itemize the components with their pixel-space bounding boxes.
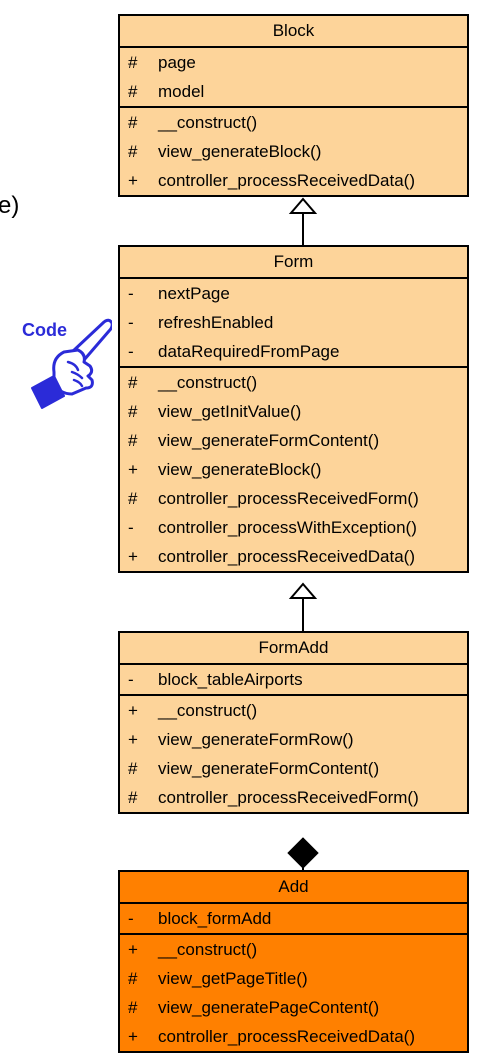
class-form: Form - nextPage - refreshEnabled - dataRequir…	[118, 245, 469, 573]
method-row: # view_getPageTitle()	[120, 964, 467, 993]
method-name: view_generateBlock()	[158, 460, 322, 479]
visibility-marker: +	[128, 460, 138, 479]
method-row: # view_generatePageContent()	[120, 993, 467, 1022]
attribute-name: refreshEnabled	[158, 313, 274, 332]
method-name: controller_processReceivedData()	[158, 1027, 416, 1046]
visibility-marker: #	[128, 788, 138, 807]
visibility-marker: #	[128, 53, 138, 72]
visibility-marker: +	[128, 547, 138, 566]
method-name: __construct()	[158, 940, 258, 959]
attribute-name: page	[158, 53, 196, 72]
method-name: view_getInitValue()	[158, 402, 302, 421]
attributes-section: - block_tableAirports	[120, 665, 467, 696]
method-row: + __construct()	[120, 935, 467, 964]
method-row: + __construct()	[120, 696, 467, 725]
attribute-row: - block_tableAirports	[120, 665, 467, 694]
code-badge-label: Code	[22, 320, 67, 340]
visibility-marker: +	[128, 940, 138, 959]
visibility-marker: -	[128, 284, 134, 303]
generalization-arrowhead-form	[288, 582, 318, 599]
method-name: controller_processReceivedForm()	[158, 489, 419, 508]
method-row: # view_generateFormContent()	[120, 754, 467, 783]
class-add: Add - block_formAdd + __construct() # view_g…	[118, 870, 469, 1053]
class-formadd: FormAdd - block_tableAirports + __construc…	[118, 631, 469, 814]
visibility-marker: -	[128, 342, 134, 361]
class-name: FormAdd	[120, 633, 467, 665]
method-name: view_generatePageContent()	[158, 998, 380, 1017]
visibility-marker: -	[128, 313, 134, 332]
method-name: __construct()	[158, 701, 258, 720]
attribute-name: block_tableAirports	[158, 670, 303, 689]
attributes-section: # page # model	[120, 48, 467, 108]
method-row: # __construct()	[120, 368, 467, 397]
method-name: controller_processReceivedData()	[158, 171, 416, 190]
visibility-marker: #	[128, 113, 138, 132]
method-row: # controller_processReceivedForm()	[120, 783, 467, 812]
method-row: # controller_processReceivedForm()	[120, 484, 467, 513]
visibility-marker: #	[128, 489, 138, 508]
visibility-marker: #	[128, 969, 138, 988]
attribute-row: # model	[120, 77, 467, 106]
method-name: controller_processWithException()	[158, 518, 417, 537]
composition-diamond-formadd	[287, 837, 319, 869]
visibility-marker: -	[128, 518, 134, 537]
method-name: view_generateBlock()	[158, 142, 322, 161]
method-row: # __construct()	[120, 108, 467, 137]
method-name: view_getPageTitle()	[158, 969, 308, 988]
class-block: Block # page # model # __construct() # view_ge…	[118, 14, 469, 197]
generalization-arrowhead-block	[288, 197, 318, 214]
method-row: + controller_processReceivedData()	[120, 166, 467, 195]
attribute-row: - block_formAdd	[120, 904, 467, 933]
class-name: Add	[120, 872, 467, 904]
visibility-marker: +	[128, 171, 138, 190]
attribute-row: - dataRequiredFromPage	[120, 337, 467, 366]
method-name: view_generateFormContent()	[158, 431, 380, 450]
attribute-name: nextPage	[158, 284, 230, 303]
method-row: # view_getInitValue()	[120, 397, 467, 426]
visibility-marker: #	[128, 82, 138, 101]
attribute-row: - nextPage	[120, 279, 467, 308]
partial-caption-text: e)	[0, 192, 20, 219]
methods-section: + __construct() + view_generateFormRow() # vi…	[120, 696, 467, 812]
method-name: view_generateFormRow()	[158, 730, 354, 749]
visibility-marker: -	[128, 670, 134, 689]
attribute-name: block_formAdd	[158, 909, 272, 928]
method-row: + view_generateFormRow()	[120, 725, 467, 754]
method-name: __construct()	[158, 113, 258, 132]
visibility-marker: +	[128, 701, 138, 720]
method-name: controller_processReceivedData()	[158, 547, 416, 566]
attribute-row: - refreshEnabled	[120, 308, 467, 337]
method-row: + view_generateBlock()	[120, 455, 467, 484]
visibility-marker: #	[128, 402, 138, 421]
visibility-marker: #	[128, 431, 138, 450]
method-row: # view_generateFormContent()	[120, 426, 467, 455]
method-name: controller_processReceivedForm()	[158, 788, 419, 807]
visibility-marker: #	[128, 998, 138, 1017]
method-name: view_generateFormContent()	[158, 759, 380, 778]
methods-section: # __construct() # view_getInitValue() # view_…	[120, 368, 467, 571]
attribute-name: dataRequiredFromPage	[158, 342, 340, 361]
visibility-marker: #	[128, 142, 138, 161]
visibility-marker: +	[128, 1027, 138, 1046]
attribute-row: # page	[120, 48, 467, 77]
methods-section: + __construct() # view_getPageTitle() # view_…	[120, 935, 467, 1051]
class-name: Form	[120, 247, 467, 279]
method-row: + controller_processReceivedData()	[120, 1022, 467, 1051]
visibility-marker: +	[128, 730, 138, 749]
visibility-marker: -	[128, 909, 134, 928]
code-pointing-hand-icon: Code	[22, 318, 112, 409]
attributes-section: - nextPage - refreshEnabled - dataRequiredFro…	[120, 279, 467, 368]
visibility-marker: #	[128, 759, 138, 778]
attribute-name: model	[158, 82, 205, 101]
attributes-section: - block_formAdd	[120, 904, 467, 935]
method-row: - controller_processWithException()	[120, 513, 467, 542]
method-row: + controller_processReceivedData()	[120, 542, 467, 571]
methods-section: # __construct() # view_generateBlock() + cont…	[120, 108, 467, 195]
class-name: Block	[120, 16, 467, 48]
visibility-marker: #	[128, 373, 138, 392]
method-name: __construct()	[158, 373, 258, 392]
method-row: # view_generateBlock()	[120, 137, 467, 166]
